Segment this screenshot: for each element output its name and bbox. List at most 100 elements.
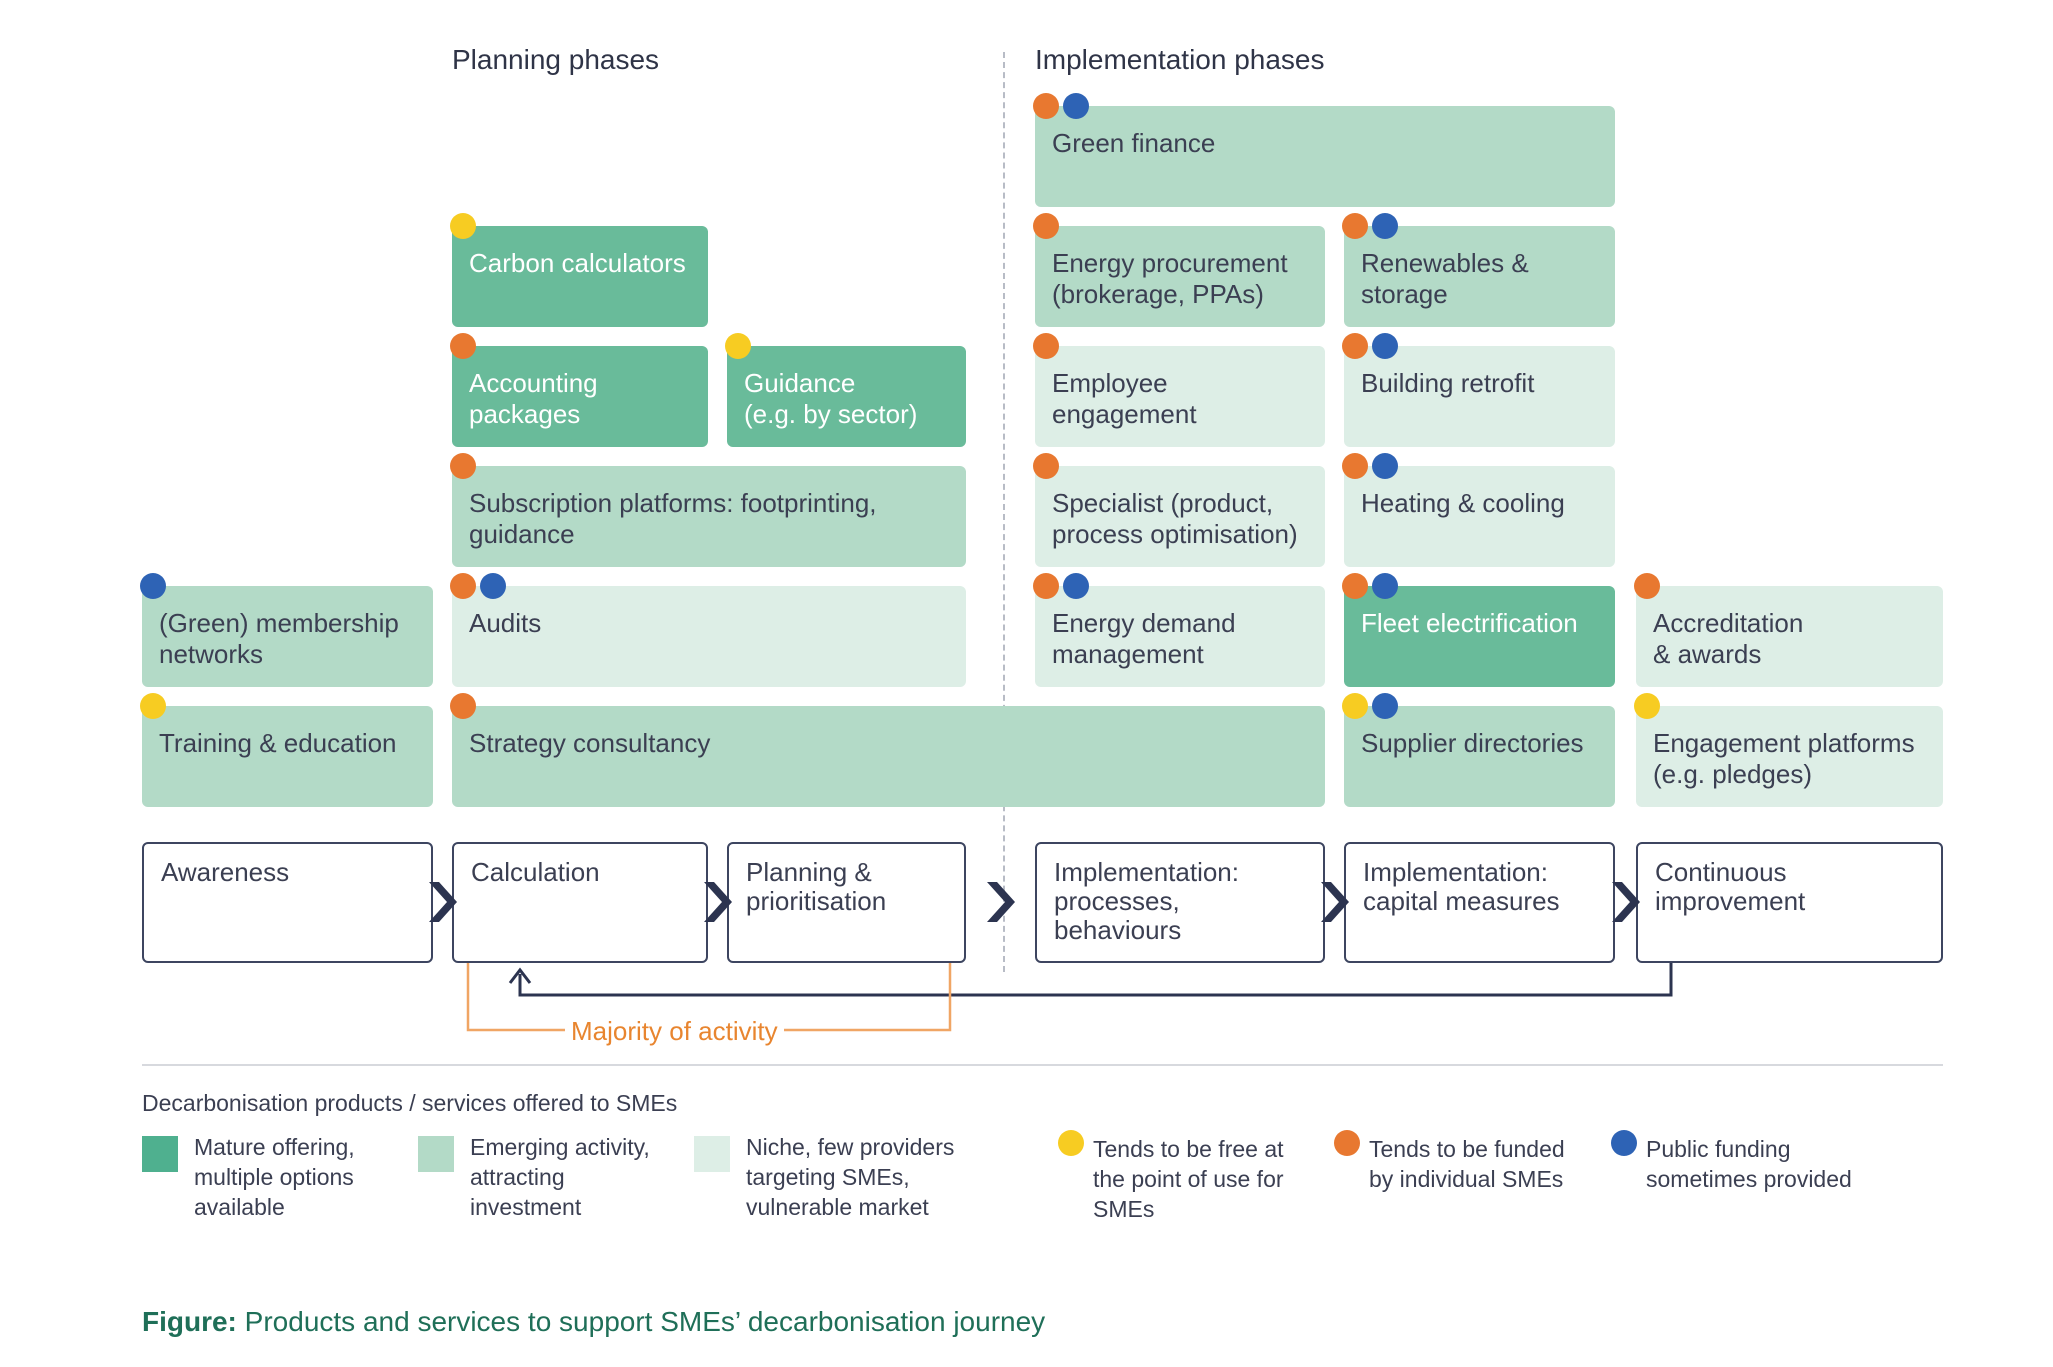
box-accounting-packages: Accounting packages [450,333,708,447]
box-heating-cooling: Heating & cooling [1342,453,1615,567]
orange-dot-icon [1634,573,1660,599]
box-label-line-1: Guidance [744,368,856,398]
stage-label-line-3: behaviours [1054,915,1182,945]
legend-text-orange: Tends to be funded by individual SMEs [1369,1134,1599,1194]
orange-dot-icon [1342,453,1368,479]
box-energy-procurement: Energy procurement (brokerage, PPAs) [1033,213,1325,327]
box-label-line-2: & awards [1653,639,1762,669]
orange-dot-icon [1342,333,1368,359]
caption-text: Products and services to support SMEs’ d… [244,1306,1046,1337]
box-renewables-storage: Renewables & storage [1342,213,1615,327]
funding-dots [450,453,476,479]
feedback-loop-line [518,963,1673,997]
legend-blue-dot-icon [1611,1130,1637,1156]
box-label: Audits [469,608,542,638]
funding-dots [1342,333,1398,359]
funding-dots [1033,213,1059,239]
blue-dot-icon [1372,693,1398,719]
orange-dot-icon [1033,93,1059,119]
funding-dots [450,693,476,719]
stage-label-line-1: Implementation: [1054,857,1239,887]
funding-dots [1033,573,1089,599]
legend-line: Tends to be free at [1093,1136,1284,1162]
box-label: Heating & cooling [1361,488,1565,518]
stage-label-line-1: Calculation [471,857,600,887]
stage-planning-prioritisation: Planning & prioritisation [727,842,966,963]
box-label: Training & education [159,728,397,758]
box-label: Carbon calculators [469,248,686,278]
blue-dot-icon [140,573,166,599]
implementation-phases-header: Implementation phases [1035,44,1325,75]
legend-swatch-niche [694,1136,730,1172]
legend-divider [142,1064,1943,1066]
funding-dots [1342,213,1398,239]
stage-implementation-processes: Implementation: processes, behaviours [1035,842,1325,963]
legend-line: Public funding [1646,1136,1791,1162]
blue-dot-icon [1063,573,1089,599]
box-label-line-2: packages [469,399,581,429]
stage-label-line-2: prioritisation [746,886,887,916]
blue-dot-icon [1372,453,1398,479]
funding-dots [450,213,476,239]
box-label-line-2: engagement [1052,399,1197,429]
box-guidance: Guidance (e.g. by sector) [725,333,966,447]
stage-label-line-1: Continuous [1655,857,1787,887]
funding-dots [1342,573,1398,599]
yellow-dot-icon [140,693,166,719]
blue-dot-icon [1063,93,1089,119]
planning-phases-header: Planning phases [452,44,660,75]
chevron-right-icon [704,882,732,922]
orange-dot-icon [1033,213,1059,239]
box-label-line-2: storage [1361,279,1448,309]
stage-label-line-1: Planning & [746,857,872,887]
legend-line: investment [470,1194,582,1220]
funding-dots [450,573,506,599]
majority-of-activity-label: Majority of activity [565,1016,784,1047]
orange-dot-icon [450,453,476,479]
stage-implementation-capital: Implementation: capital measures [1344,842,1615,963]
orange-dot-icon [1033,573,1059,599]
box-fleet-electrification: Fleet electrification [1342,573,1615,687]
legend-line: Mature offering, [194,1134,355,1160]
figure-caption: Figure: Products and services to support… [142,1306,1045,1338]
legend-text-emerging: Emerging activity, attracting investment [470,1132,700,1222]
box-specialist: Specialist (product, process optimisatio… [1033,453,1325,567]
box-label-line-1: Subscription platforms: footprinting, [469,488,877,518]
legend-line: Emerging activity, [470,1134,650,1160]
legend-line: vulnerable market [746,1194,929,1220]
chevron-right-icon [987,882,1015,922]
legend-text-mature: Mature offering, multiple options availa… [194,1132,424,1222]
funding-dots [1342,453,1398,479]
box-label-line-2: (brokerage, PPAs) [1052,279,1264,309]
box-label-line-1: Engagement platforms [1653,728,1915,758]
stage-label-line-2: improvement [1655,886,1806,916]
box-supplier-directories: Supplier directories [1342,693,1615,807]
blue-dot-icon [1372,573,1398,599]
legend-orange-dot-icon [1334,1130,1360,1156]
stage-awareness: Awareness [142,842,433,963]
box-label-line-1: Renewables & [1361,248,1529,278]
box-carbon-calculators: Carbon calculators [450,213,708,327]
box-subscription-platforms: Subscription platforms: footprinting, gu… [450,453,966,567]
orange-dot-icon [450,693,476,719]
box-label-line-2: (e.g. by sector) [744,399,918,429]
legend-line: by individual SMEs [1369,1166,1564,1192]
legend-line: Niche, few providers [746,1134,955,1160]
blue-dot-icon [1372,213,1398,239]
orange-dot-icon [1342,213,1368,239]
box-label-line-1: (Green) membership [159,608,399,638]
legend-line: the point of use for [1093,1166,1284,1192]
orange-dot-icon [450,573,476,599]
funding-dots [725,333,751,359]
caption-prefix: Figure: [142,1306,237,1337]
box-label-line-2: networks [159,639,264,669]
legend-yellow-dot-icon [1058,1130,1084,1156]
box-engagement-platforms: Engagement platforms (e.g. pledges) [1634,693,1943,807]
box-training-education: Training & education [140,693,433,807]
orange-dot-icon [1033,333,1059,359]
legend-line: multiple options [194,1164,354,1190]
legend-swatch-mature [142,1136,178,1172]
phase-divider [1003,52,1005,972]
funding-dots [1033,93,1089,119]
